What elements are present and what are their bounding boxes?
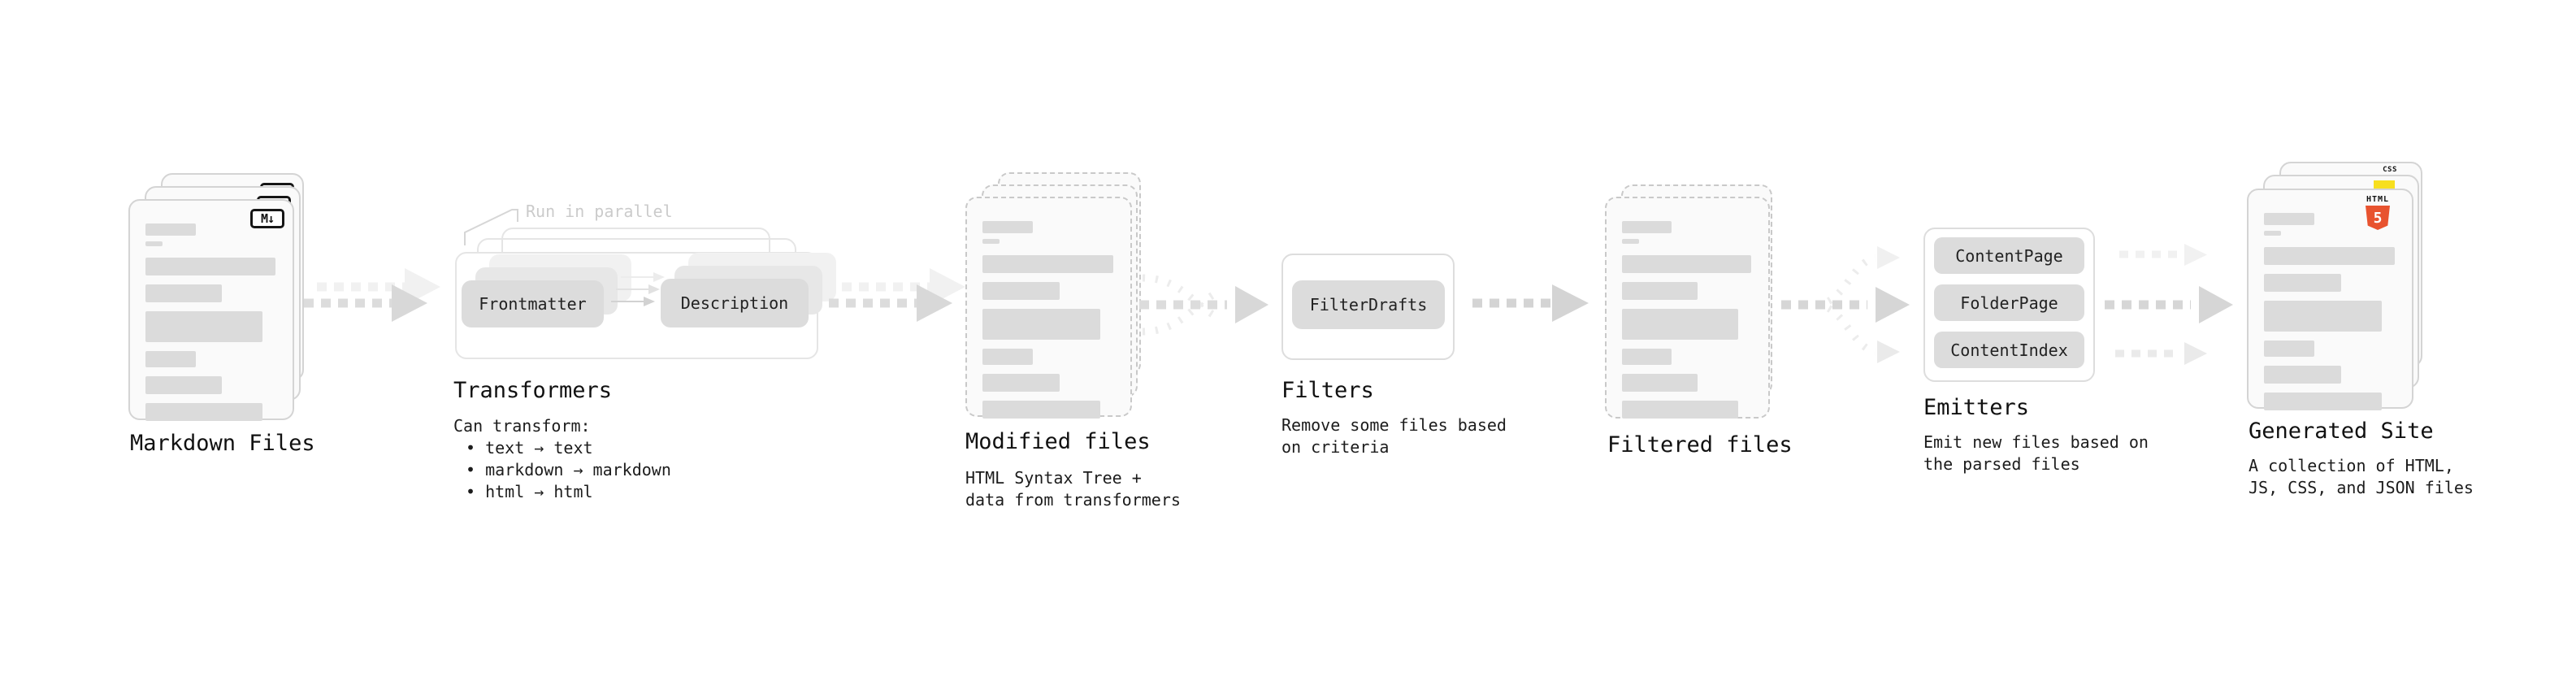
caption-line: Emit new files based on bbox=[1923, 432, 2149, 452]
filterdrafts-node: FilterDrafts bbox=[1292, 280, 1445, 329]
flow-arrow-filtered-to-emitters bbox=[1781, 246, 1910, 363]
stage-title-transformers: Transformers bbox=[453, 378, 613, 403]
stage-filters: FilterDrafts Filters Remove some files b… bbox=[1281, 254, 1525, 465]
caption-line: data from transformers bbox=[965, 490, 1181, 510]
placeholder-bar bbox=[1622, 255, 1752, 273]
placeholder-bar bbox=[982, 282, 1060, 300]
generated-file-card-html: HTML 5 bbox=[2247, 189, 2413, 410]
flow-arrow-modified-to-filters bbox=[1139, 274, 1268, 336]
folderpage-node: FolderPage bbox=[1934, 284, 2084, 321]
caption-line: A collection of HTML, bbox=[2249, 456, 2454, 475]
placeholder-bar bbox=[145, 376, 222, 394]
node-arrow-icon bbox=[611, 297, 655, 306]
placeholder-bar bbox=[145, 351, 196, 367]
placeholder-bar bbox=[2264, 393, 2383, 410]
placeholder-bar bbox=[1622, 239, 1639, 244]
stage-transformers: Run in parallel Frontmatter Description … bbox=[451, 193, 836, 503]
placeholder-bar bbox=[982, 239, 1000, 244]
caption-line: the parsed files bbox=[1923, 454, 2080, 474]
markdown-icon: M↓ bbox=[250, 209, 284, 228]
stage-modified-files: Modified files HTML Syntax Tree + data f… bbox=[965, 172, 1181, 514]
contentindex-node: ContentIndex bbox=[1934, 332, 2084, 368]
flow-arrow-transformers-to-modified bbox=[829, 268, 965, 322]
placeholder-bar bbox=[145, 403, 263, 421]
placeholder-bar bbox=[982, 349, 1033, 365]
node-arrow-icon bbox=[616, 284, 660, 294]
transform-bullet: • text → text bbox=[466, 438, 593, 458]
stage-emitters: ContentPage FolderPage ContentIndex Emit… bbox=[1923, 228, 2167, 479]
stage-title-filtered-files: Filtered files bbox=[1607, 432, 1793, 458]
placeholder-bar bbox=[1622, 401, 1739, 419]
stage-title-modified-files: Modified files bbox=[965, 429, 1151, 454]
placeholder-bar bbox=[1622, 349, 1672, 365]
caption-line: Can transform: bbox=[453, 416, 591, 436]
filtered-file-card-front bbox=[1605, 197, 1770, 419]
placeholder-bar bbox=[2264, 231, 2282, 236]
stage-filtered-files: Filtered files bbox=[1605, 184, 1808, 477]
stage-title-filters: Filters bbox=[1281, 378, 1374, 403]
markdown-file-card-front: M↓ bbox=[128, 199, 294, 421]
placeholder-bar bbox=[2264, 213, 2314, 225]
placeholder-bar bbox=[982, 255, 1114, 273]
file-content-placeholder bbox=[2264, 213, 2396, 410]
placeholder-bar bbox=[145, 258, 276, 275]
placeholder-bar bbox=[1622, 282, 1698, 300]
placeholder-bar bbox=[982, 401, 1101, 419]
flow-arrow-filters-to-filtered bbox=[1472, 284, 1589, 322]
flow-arrow-markdown-to-transformers bbox=[304, 268, 440, 322]
stage-caption-modified-files: HTML Syntax Tree + data from transformer… bbox=[965, 467, 1181, 511]
placeholder-bar bbox=[982, 374, 1060, 392]
node-arrow-icon bbox=[621, 272, 665, 282]
stage-generated-site: CSS HTML 5 Generated Site A collection o… bbox=[2247, 162, 2474, 503]
caption-line: Remove some files based bbox=[1281, 415, 1507, 435]
file-content-placeholder bbox=[1622, 221, 1753, 419]
transform-bullet: • html → html bbox=[466, 482, 593, 501]
placeholder-bar bbox=[982, 309, 1101, 340]
placeholder-bar bbox=[2264, 340, 2314, 357]
caption-line: JS, CSS, and JSON files bbox=[2249, 478, 2474, 497]
placeholder-bar bbox=[145, 284, 222, 302]
annotation-connector-line bbox=[464, 209, 518, 245]
stage-markdown-files: M↓ M↓ M↓ Markdown Files bbox=[128, 173, 332, 466]
frontmatter-node: Frontmatter bbox=[462, 280, 604, 327]
caption-line: HTML Syntax Tree + bbox=[965, 468, 1142, 488]
placeholder-bar bbox=[2264, 301, 2383, 332]
placeholder-bar bbox=[1622, 309, 1739, 340]
contentpage-node: ContentPage bbox=[1934, 237, 2084, 274]
placeholder-bar bbox=[2264, 247, 2396, 265]
stage-title-markdown-files: Markdown Files bbox=[130, 431, 315, 456]
stage-caption-emitters: Emit new files based on the parsed files bbox=[1923, 432, 2149, 475]
html5-logo-icon: HTML 5 bbox=[2355, 196, 2400, 230]
file-content-placeholder bbox=[982, 221, 1115, 419]
placeholder-bar bbox=[2264, 274, 2341, 292]
stage-caption-filters: Remove some files based on criteria bbox=[1281, 414, 1507, 458]
modified-file-card-front bbox=[965, 197, 1132, 419]
placeholder-bar bbox=[145, 311, 263, 342]
description-node: Description bbox=[661, 279, 809, 327]
placeholder-bar bbox=[145, 241, 163, 246]
flow-arrow-emitters-to-generated bbox=[2105, 244, 2233, 365]
placeholder-bar bbox=[145, 223, 196, 236]
stage-caption-transformers: Can transform: • text → text • markdown … bbox=[453, 415, 671, 503]
caption-line: on criteria bbox=[1281, 437, 1390, 457]
file-content-placeholder bbox=[145, 223, 277, 421]
stage-title-generated-site: Generated Site bbox=[2249, 419, 2434, 444]
placeholder-bar bbox=[2264, 366, 2341, 384]
stage-title-emitters: Emitters bbox=[1923, 395, 2030, 420]
run-in-parallel-annotation: Run in parallel bbox=[526, 202, 673, 221]
placeholder-bar bbox=[1622, 374, 1698, 392]
stage-caption-generated-site: A collection of HTML, JS, CSS, and JSON … bbox=[2249, 455, 2474, 499]
transform-bullet: • markdown → markdown bbox=[466, 460, 671, 479]
placeholder-bar bbox=[1622, 221, 1672, 233]
placeholder-bar bbox=[982, 221, 1033, 233]
